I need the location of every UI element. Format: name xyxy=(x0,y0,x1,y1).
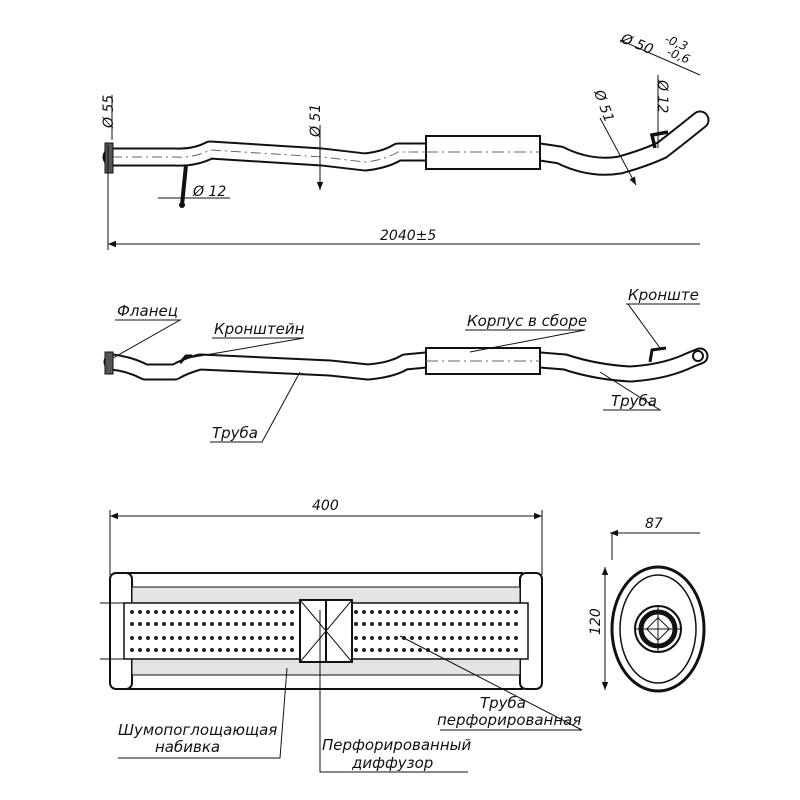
dim-outlet-tol-lower: -0,6 xyxy=(665,45,692,67)
label-flange: Фланец xyxy=(117,302,178,320)
dim-flange-diameter: Ø 55 xyxy=(101,95,117,129)
dim-bracket-diameter-right: Ø 12 xyxy=(654,79,670,113)
label-bracket-right: Кронште xyxy=(628,286,699,304)
label-packing-line1: Шумопоглощающая xyxy=(118,721,277,739)
dim-section-length: 400 xyxy=(312,498,339,514)
section-view: 400 Шумопоглощающая набивка Труба перфор… xyxy=(100,498,706,773)
label-pipe-right: Труба xyxy=(611,392,657,410)
dim-height: 120 xyxy=(588,608,604,635)
label-perf-pipe-line2: перфорированная xyxy=(437,711,581,729)
label-pipe-left: Труба xyxy=(212,424,258,442)
label-diffuser-line1: Перфорированный xyxy=(322,736,471,754)
dim-bracket-diameter-left: Ø 12 xyxy=(192,184,226,200)
top-view: Ø 55 Ø 51 Ø 12 Ø 51 Ø 12 Ø 50 -0,3 -0,6 … xyxy=(101,30,710,250)
bracket-left-top xyxy=(180,164,188,206)
label-bracket-left: Кронштейн xyxy=(214,320,305,338)
dim-pipe-diameter-left: Ø 51 xyxy=(308,104,324,138)
label-perf-pipe-line1: Труба xyxy=(480,694,526,712)
bracket-right-top xyxy=(649,130,669,149)
flange-top xyxy=(104,142,114,174)
label-body-assembly: Корпус в сборе xyxy=(467,312,587,330)
dim-outlet-diameter: Ø 50 xyxy=(618,30,656,58)
label-diffuser-line2: диффузор xyxy=(351,754,433,772)
perforation-holes xyxy=(130,610,518,652)
label-packing-line2: набивка xyxy=(155,738,220,756)
middle-view: Фланец Кронштейн Корпус в сборе Кронште … xyxy=(103,286,709,443)
dim-pipe-diameter-right: Ø 51 xyxy=(590,87,617,125)
dim-total-length: 2040±5 xyxy=(380,228,436,244)
dim-width: 87 xyxy=(645,516,663,532)
flange-middle xyxy=(104,351,114,375)
